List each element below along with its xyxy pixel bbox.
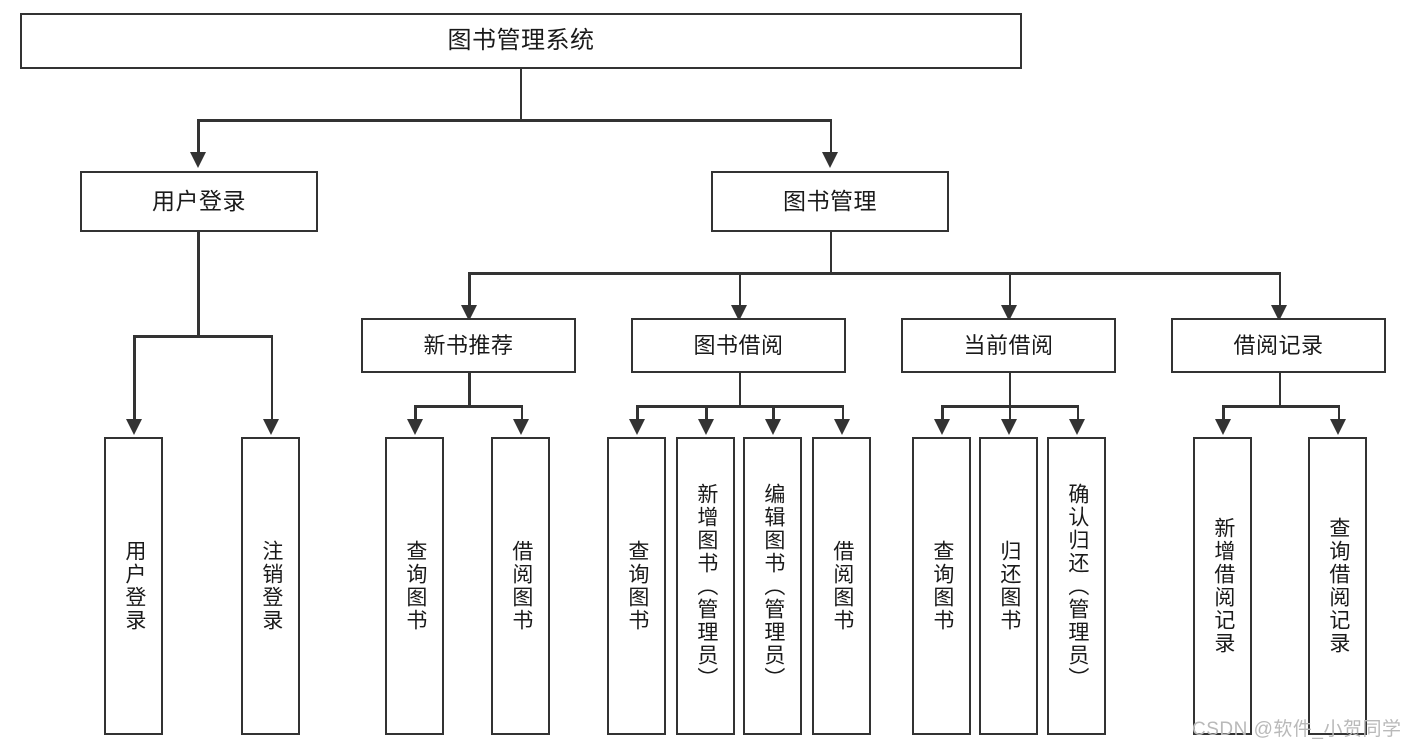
arrowhead-to-new-book [461, 305, 477, 321]
node-label: 图书管理系统 [447, 27, 595, 55]
arrowhead-to-current-borrow [1001, 305, 1017, 321]
connector-user-login-drop-1 [133, 335, 136, 421]
arrowhead-book-borrow-leaf-3 [765, 419, 781, 435]
node-label: 确认归还（管理员） [1065, 482, 1089, 690]
node-label: 用户登录 [122, 540, 146, 632]
connector-book-manage-stem [829, 232, 832, 274]
connector-borrow-record-stem [1278, 373, 1281, 407]
connector-borrow-record-drop-1 [1222, 405, 1225, 421]
node-label: 借阅记录 [1233, 332, 1324, 358]
node-book-management[interactable]: 图书管理 [711, 171, 949, 232]
node-label: 归还图书 [997, 540, 1021, 632]
arrowhead-user-login-leaf-2 [263, 419, 279, 435]
connector-book-manage-drop-1 [468, 272, 471, 307]
connector-book-borrow-drop-1 [636, 405, 639, 421]
node-label: 新增图书（管理员） [694, 482, 718, 690]
connector-book-borrow-drop-2 [705, 405, 708, 421]
connector-current-borrow-stem [1008, 373, 1011, 407]
arrowhead-book-borrow-leaf-4 [834, 419, 850, 435]
connector-user-login-bus [133, 335, 272, 338]
arrowhead-book-borrow-leaf-2 [698, 419, 714, 435]
connector-new-book-stem [468, 373, 471, 407]
node-label: 用户登录 [152, 188, 246, 215]
node-book-borrow[interactable]: 图书借阅 [631, 318, 846, 373]
node-label: 新增借阅记录 [1211, 517, 1235, 655]
leaf-logout[interactable]: 注销登录 [241, 437, 300, 735]
arrowhead-current-borrow-leaf-2 [1001, 419, 1017, 435]
arrowhead-borrow-record-leaf-2 [1330, 419, 1346, 435]
arrowhead-new-book-leaf-1 [407, 419, 423, 435]
node-current-borrow[interactable]: 当前借阅 [901, 318, 1116, 373]
connector-current-borrow-drop-1 [941, 405, 944, 421]
leaf-query-book-recommend[interactable]: 查询图书 [385, 437, 444, 735]
leaf-return-book[interactable]: 归还图书 [979, 437, 1038, 735]
node-label: 查询图书 [625, 540, 649, 632]
arrowhead-to-borrow-record [1271, 305, 1287, 321]
node-borrow-record[interactable]: 借阅记录 [1171, 318, 1386, 373]
leaf-borrow-book[interactable]: 借阅图书 [812, 437, 871, 735]
leaf-query-borrow-record[interactable]: 查询借阅记录 [1308, 437, 1367, 735]
connector-book-borrow-bus [636, 405, 843, 408]
node-label: 图书管理 [783, 188, 877, 215]
connector-root-stem [519, 69, 522, 120]
node-label: 当前借阅 [963, 332, 1054, 358]
node-root-library-system[interactable]: 图书管理系统 [20, 13, 1022, 69]
connector-user-login-stem [197, 232, 200, 337]
arrowhead-current-borrow-leaf-1 [934, 419, 950, 435]
leaf-query-book-current[interactable]: 查询图书 [912, 437, 971, 735]
arrowhead-to-book-borrow [731, 305, 747, 321]
connector-book-manage-bus [468, 272, 1280, 275]
connector-user-login-drop-2 [270, 335, 273, 421]
connector-book-borrow-drop-3 [772, 405, 775, 421]
node-label: 查询图书 [930, 540, 954, 632]
connector-book-borrow-drop-4 [841, 405, 844, 421]
arrowhead-to-user-login [190, 152, 206, 168]
node-user-login[interactable]: 用户登录 [80, 171, 318, 232]
node-label: 借阅图书 [830, 540, 854, 632]
arrowhead-book-borrow-leaf-1 [629, 419, 645, 435]
arrowhead-borrow-record-leaf-1 [1215, 419, 1231, 435]
connector-root-bus [197, 119, 832, 122]
connector-new-book-drop-2 [520, 405, 523, 421]
node-label: 图书借阅 [693, 332, 784, 358]
connector-new-book-bus [414, 405, 522, 408]
node-label: 查询借阅记录 [1326, 517, 1350, 655]
node-label: 借阅图书 [509, 540, 533, 632]
connector-root-to-book-manage [829, 119, 832, 154]
connector-book-borrow-stem [738, 373, 741, 407]
connector-current-borrow-drop-3 [1076, 405, 1079, 421]
leaf-borrow-book-recommend[interactable]: 借阅图书 [491, 437, 550, 735]
leaf-add-borrow-record[interactable]: 新增借阅记录 [1193, 437, 1252, 735]
connector-new-book-drop-1 [414, 405, 417, 421]
csdn-watermark: CSDN @软件_小贺同学 [1192, 714, 1401, 741]
node-label: 编辑图书（管理员） [761, 482, 785, 690]
watermark-text: CSDN @软件_小贺同学 [1192, 719, 1402, 740]
connector-root-to-user-login [197, 119, 200, 154]
arrowhead-to-book-manage [822, 152, 838, 168]
node-label: 注销登录 [259, 540, 283, 632]
leaf-query-book-borrow[interactable]: 查询图书 [607, 437, 666, 735]
node-label: 新书推荐 [423, 332, 514, 358]
leaf-confirm-return-admin[interactable]: 确认归还（管理员） [1047, 437, 1106, 735]
arrowhead-new-book-leaf-2 [513, 419, 529, 435]
connector-book-manage-drop-4 [1278, 272, 1281, 307]
leaf-user-login[interactable]: 用户登录 [104, 437, 163, 735]
arrowhead-current-borrow-leaf-3 [1069, 419, 1085, 435]
arrowhead-user-login-leaf-1 [126, 419, 142, 435]
connector-book-manage-drop-3 [1008, 272, 1011, 307]
node-new-book-recommend[interactable]: 新书推荐 [361, 318, 576, 373]
connector-book-manage-drop-2 [738, 272, 741, 307]
connector-borrow-record-drop-2 [1337, 405, 1340, 421]
leaf-edit-book-admin[interactable]: 编辑图书（管理员） [743, 437, 802, 735]
leaf-add-book-admin[interactable]: 新增图书（管理员） [676, 437, 735, 735]
connector-borrow-record-bus [1222, 405, 1339, 408]
connector-current-borrow-drop-2 [1008, 405, 1011, 421]
node-label: 查询图书 [403, 540, 427, 632]
